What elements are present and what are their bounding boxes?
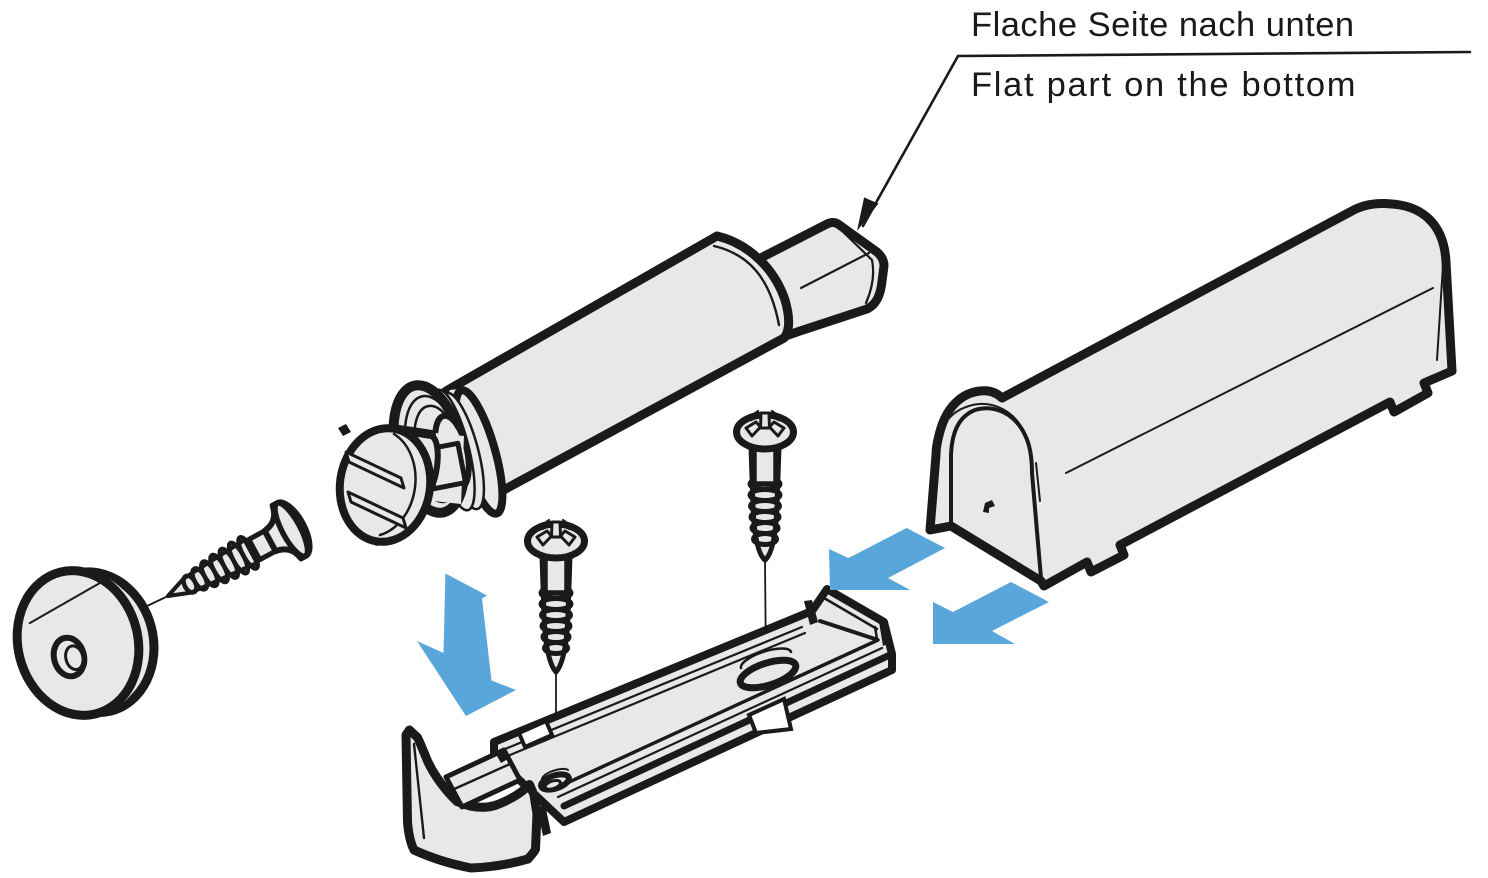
svg-text:Flache Seite nach unten: Flache Seite nach unten [971, 6, 1355, 44]
svg-text:Flat part on the bottom: Flat part on the bottom [971, 66, 1357, 104]
